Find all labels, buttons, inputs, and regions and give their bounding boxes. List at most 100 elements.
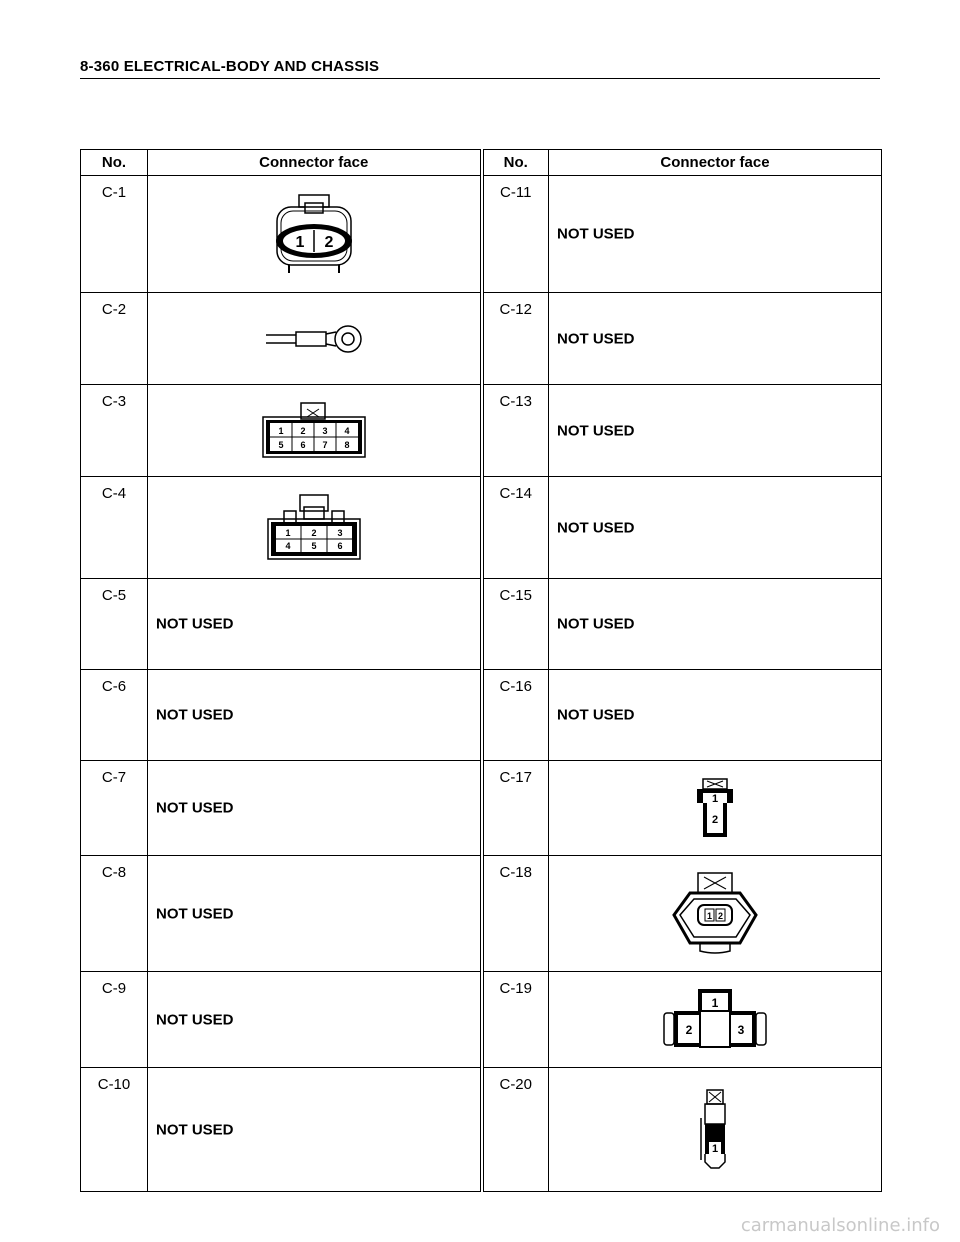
table-row: C-2 C-12 NOT USED [80, 292, 882, 385]
connector-no: C-17 [481, 760, 549, 856]
connector-face: NOT USED [147, 971, 484, 1068]
connector-2pin-vertical-drawing: 1 2 [697, 778, 733, 837]
not-used-label: NOT USED [557, 519, 635, 536]
connector-face [147, 292, 484, 385]
table-row: C-5 NOT USED C-15 NOT USED [80, 578, 882, 670]
pin-label: 2 [718, 911, 723, 921]
pin-label: 2 [311, 528, 316, 538]
pin-label: 5 [278, 440, 283, 450]
connector-no: C-6 [80, 669, 148, 761]
connector-no: C-5 [80, 578, 148, 670]
connector-no: C-7 [80, 760, 148, 856]
table-row: C-9 NOT USED C-19 1 2 3 [80, 971, 882, 1068]
connector-face: NOT USED [548, 175, 882, 293]
not-used-label: NOT USED [557, 422, 635, 439]
ring-terminal-drawing [265, 324, 362, 353]
pin-label: 3 [337, 528, 342, 538]
connector-table: No. Connector face No. Connector face C-… [80, 149, 882, 1192]
not-used-label: NOT USED [557, 225, 635, 243]
col-header-no-left: No. [80, 149, 148, 176]
connector-face: 1 2 [548, 760, 882, 856]
connector-no: C-18 [481, 855, 549, 972]
pin-label: 4 [344, 426, 349, 436]
pin-label: 4 [285, 541, 290, 551]
connector-face: 1 [548, 1067, 882, 1192]
connector-no: C-16 [481, 669, 549, 761]
table-row: C-4 1 2 [80, 476, 882, 579]
connector-face: NOT USED [548, 578, 882, 670]
connector-face: NOT USED [147, 855, 484, 972]
pin-label: 6 [300, 440, 305, 450]
connector-no: C-2 [80, 292, 148, 385]
pin-label: 1 [707, 911, 712, 921]
connector-face: NOT USED [548, 292, 882, 385]
connector-no: C-14 [481, 476, 549, 579]
pin-label: 1 [712, 996, 719, 1010]
connector-2pin-oval-drawing: 1 2 [275, 194, 352, 273]
connector-face: NOT USED [147, 760, 484, 856]
connector-face: NOT USED [548, 669, 882, 761]
pin-label: 1 [712, 793, 718, 805]
connector-no: C-9 [80, 971, 148, 1068]
col-header-face-left: Connector face [147, 149, 484, 176]
pin-label: 8 [344, 440, 349, 450]
connector-1pin-drawing: 1 [700, 1088, 726, 1169]
connector-face: 1 2 3 [548, 971, 882, 1068]
pin-label: 3 [738, 1023, 745, 1037]
table-row: C-7 NOT USED C-17 1 2 [80, 760, 882, 856]
not-used-label: NOT USED [156, 706, 234, 724]
connector-face: NOT USED [147, 578, 484, 670]
connector-no: C-4 [80, 476, 148, 579]
not-used-label: NOT USED [156, 905, 234, 922]
pin-label: 3 [322, 426, 327, 436]
connector-no: C-1 [80, 175, 148, 293]
not-used-label: NOT USED [156, 799, 234, 817]
connector-no: C-15 [481, 578, 549, 670]
not-used-label: NOT USED [156, 1121, 234, 1138]
pin-label: 1 [295, 234, 304, 251]
table-row: C-6 NOT USED C-16 NOT USED [80, 669, 882, 761]
connector-no: C-8 [80, 855, 148, 972]
table-row: C-3 1 2 [80, 384, 882, 477]
connector-8pin-drawing: 1 2 3 4 5 6 7 8 [262, 401, 366, 458]
connector-face: 1 2 [548, 855, 882, 972]
watermark: carmanualsonline.info [740, 1215, 940, 1236]
table-row: C-8 NOT USED C-18 1 [80, 855, 882, 972]
connector-no: C-3 [80, 384, 148, 477]
table-header-row: No. Connector face No. Connector face [80, 149, 882, 176]
pin-label: 1 [278, 426, 283, 436]
pin-label: 5 [311, 541, 316, 551]
connector-face: NOT USED [548, 384, 882, 477]
pin-label: 1 [285, 528, 290, 538]
connector-2pin-round-drawing: 1 2 [672, 871, 758, 954]
connector-face: 1 2 3 4 5 6 [147, 476, 484, 579]
connector-no: C-10 [80, 1067, 148, 1192]
col-header-no-right: No. [481, 149, 549, 176]
connector-no: C-11 [481, 175, 549, 293]
pin-label: 2 [712, 814, 718, 826]
connector-face: NOT USED [548, 476, 882, 579]
not-used-label: NOT USED [156, 615, 234, 633]
pin-label: 2 [300, 426, 305, 436]
connector-no: C-20 [481, 1067, 549, 1192]
connector-face: 1 2 [147, 175, 484, 293]
not-used-label: NOT USED [156, 1011, 234, 1028]
pin-label: 2 [686, 1023, 693, 1037]
connector-3pin-drawing: 1 2 3 [663, 988, 767, 1048]
table-row: C-10 NOT USED C-20 1 [80, 1067, 882, 1192]
col-header-face-right: Connector face [548, 149, 882, 176]
connector-face: NOT USED [147, 1067, 484, 1192]
not-used-label: NOT USED [557, 330, 635, 347]
page-header: 8-360 ELECTRICAL-BODY AND CHASSIS [80, 58, 880, 79]
pin-label: 2 [324, 234, 333, 251]
table-row: C-1 1 2 [80, 175, 882, 293]
pin-label: 6 [337, 541, 342, 551]
pin-label: 1 [712, 1143, 718, 1155]
connector-face: 1 2 3 4 5 6 7 8 [147, 384, 484, 477]
connector-no: C-13 [481, 384, 549, 477]
not-used-label: NOT USED [557, 706, 635, 724]
pin-label: 7 [322, 440, 327, 450]
connector-no: C-19 [481, 971, 549, 1068]
connector-no: C-12 [481, 292, 549, 385]
connector-6pin-drawing: 1 2 3 4 5 6 [267, 493, 361, 560]
